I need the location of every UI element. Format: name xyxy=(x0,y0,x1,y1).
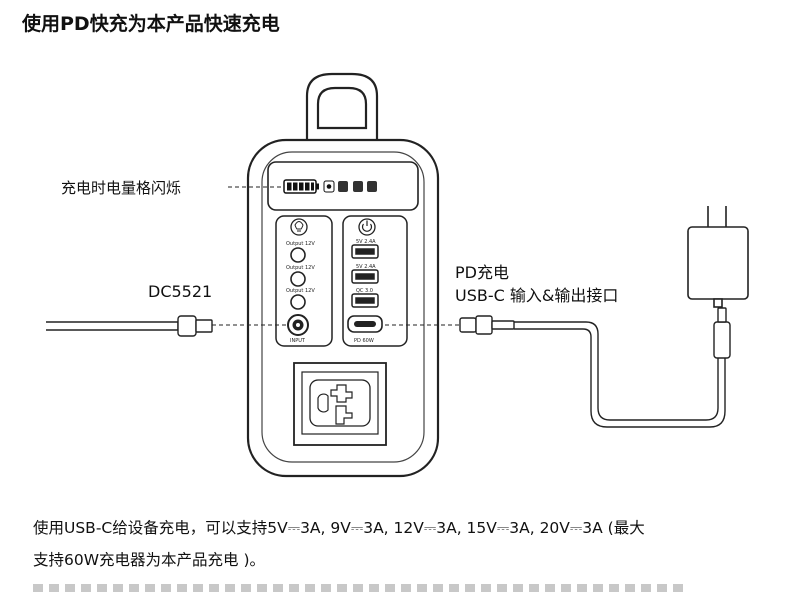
page-title: 使用PD快充为本产品快速充电 xyxy=(22,13,280,35)
usb-c-io-label: USB-C 输入&输出接口 xyxy=(455,286,619,305)
input-port-label: INPUT xyxy=(290,338,306,344)
dc-output-labels: Output 12V Output 12V Output 12V xyxy=(286,241,315,294)
usb-port-labels: 5V 2.4A 5V 2.4A QC 3.0 xyxy=(356,239,376,294)
usb-c-cable xyxy=(459,307,731,428)
wall-charger-icon xyxy=(687,206,749,308)
dc5521-input-port xyxy=(287,314,309,336)
svg-text:Output 12V: Output 12V xyxy=(286,265,315,271)
usb-c-port xyxy=(347,315,383,333)
pd-port-label: PD 60W xyxy=(354,338,374,344)
svg-text:5V 2.4A: 5V 2.4A xyxy=(356,239,376,245)
description-cut-off-line xyxy=(33,578,683,592)
svg-text:QC 3.0: QC 3.0 xyxy=(356,288,373,294)
dc5521-cable xyxy=(46,315,213,337)
battery-blink-label: 充电时电量格闪烁 xyxy=(61,179,182,197)
battery-indicator-icon xyxy=(283,179,319,194)
dc5521-label: DC5521 xyxy=(148,282,213,301)
svg-text:Output 12V: Output 12V xyxy=(286,288,315,294)
svg-text:5V 2.4A: 5V 2.4A xyxy=(356,264,376,270)
usb-a-ports xyxy=(351,244,379,308)
dc-output-ports xyxy=(290,247,306,310)
carry-handle xyxy=(305,72,379,148)
pd-charge-label: PD充电 xyxy=(455,263,509,282)
description-line-1: 使用USB-C给设备充电，可以支持5V⎓3A, 9V⎓3A, 12V⎓3A, 1… xyxy=(33,519,645,537)
leader-lines xyxy=(212,186,460,326)
description-line-2: 支持60W充电器为本产品充电 )。 xyxy=(33,551,266,569)
status-icons xyxy=(323,180,377,193)
svg-text:Output 12V: Output 12V xyxy=(286,241,315,247)
ac-outlet xyxy=(293,362,387,446)
